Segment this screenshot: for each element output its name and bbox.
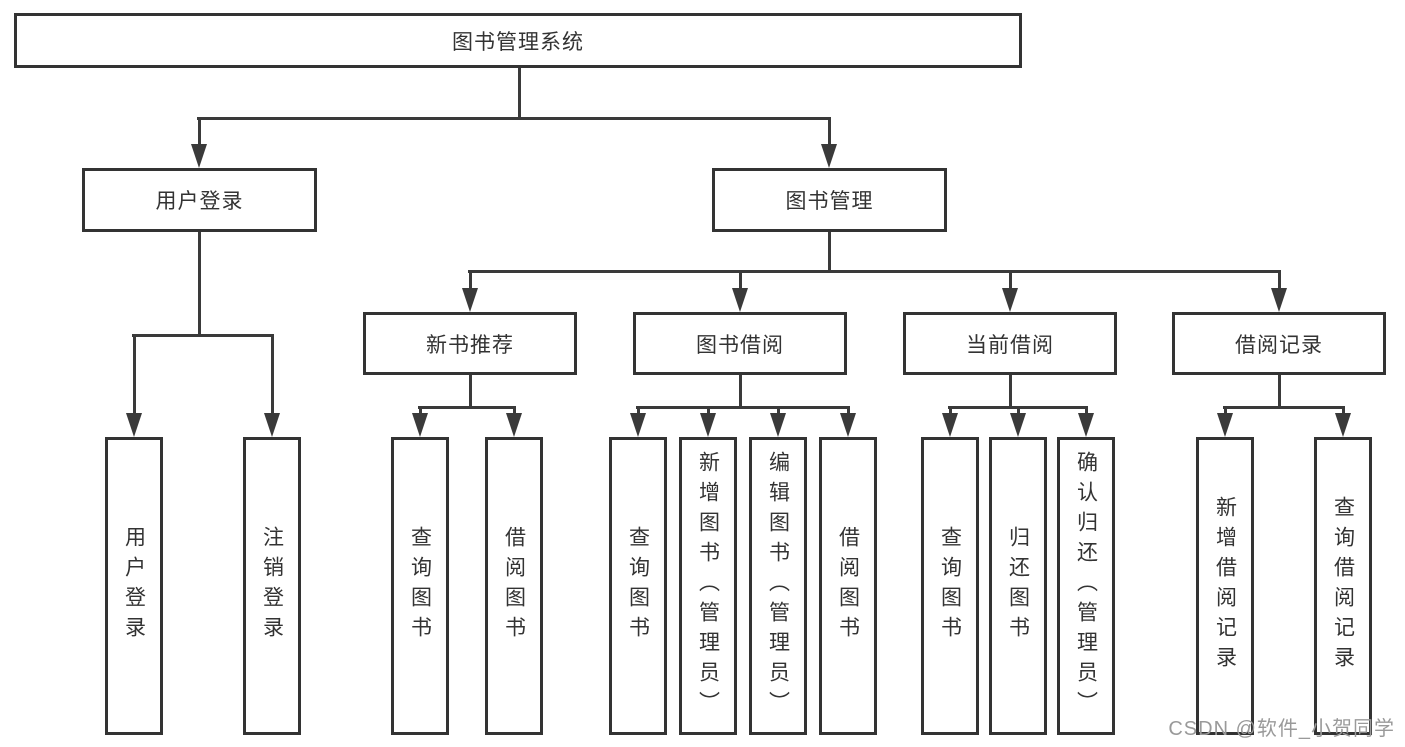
connector-line [197,117,831,120]
connector-line [847,407,850,416]
leaf-label: 查询图书 [938,526,962,646]
leaf-borrow-book-recommend: 借阅图书 [485,437,543,735]
connector-line [777,407,780,416]
node-borrow-record: 借阅记录 [1172,312,1386,375]
arrowhead-down-icon [462,288,478,312]
leaf-label: 查询图书 [408,526,432,646]
leaf-add-book-admin: 新增图书（管理员） [679,437,737,735]
connector-line [418,406,516,409]
csdn-watermark: CSDN @软件_小贺同学 [1168,718,1395,740]
connector-line [707,407,710,416]
arrowhead-down-icon [1010,413,1026,437]
leaf-query-book-borrow: 查询图书 [609,437,667,735]
leaf-label: 查询借阅记录 [1331,496,1355,676]
connector-line [1009,375,1012,409]
leaf-label: 确认归还（管理员） [1074,451,1098,721]
connector-line [198,232,201,337]
arrowhead-down-icon [1271,288,1287,312]
leaf-user-login: 用户登录 [105,437,163,735]
leaf-label: 借阅图书 [502,526,526,646]
connector-line [739,375,742,409]
arrowhead-down-icon [506,413,522,437]
connector-line [469,271,472,291]
arrowhead-down-icon [264,413,280,437]
arrowhead-down-icon [1002,288,1018,312]
node-current-borrow: 当前借阅 [903,312,1117,375]
connector-line [636,406,850,409]
arrowhead-down-icon [630,413,646,437]
arrowhead-down-icon [770,413,786,437]
connector-line [1009,271,1012,291]
connector-line [271,335,274,416]
leaf-query-book-current: 查询图书 [921,437,979,735]
leaf-label: 新增图书（管理员） [696,451,720,721]
node-root-library-system: 图书管理系统 [14,13,1022,68]
arrowhead-down-icon [942,413,958,437]
connector-line [468,270,1281,273]
leaf-label: 查询图书 [626,526,650,646]
arrowhead-down-icon [821,144,837,168]
leaf-query-book-recommend: 查询图书 [391,437,449,735]
arrowhead-down-icon [1217,413,1233,437]
leaf-label: 借阅图书 [836,526,860,646]
arrowhead-down-icon [700,413,716,437]
leaf-label: 新增借阅记录 [1213,496,1237,676]
arrowhead-down-icon [840,413,856,437]
node-book-borrow: 图书借阅 [633,312,847,375]
node-user-login: 用户登录 [82,168,317,232]
connector-line [133,335,136,416]
arrowhead-down-icon [1335,413,1351,437]
connector-line [949,407,952,416]
connector-line [132,334,274,337]
connector-line [1278,271,1281,291]
connector-line [828,232,831,273]
connector-line [828,118,831,146]
connector-line [1085,407,1088,416]
leaf-label: 归还图书 [1006,526,1030,646]
leaf-label: 注销登录 [260,526,284,646]
leaf-add-borrow-record: 新增借阅记录 [1196,437,1254,735]
leaf-confirm-return-admin: 确认归还（管理员） [1057,437,1115,735]
connector-line [513,407,516,416]
connector-line [1342,407,1345,416]
leaf-label: 用户登录 [122,526,146,646]
leaf-edit-book-admin: 编辑图书（管理员） [749,437,807,735]
node-new-book-recommend: 新书推荐 [363,312,577,375]
arrowhead-down-icon [732,288,748,312]
arrowhead-down-icon [126,413,142,437]
leaf-logout: 注销登录 [243,437,301,735]
node-book-management: 图书管理 [712,168,947,232]
leaf-borrow-book: 借阅图书 [819,437,877,735]
connector-line [198,118,201,146]
connector-line [1223,406,1345,409]
arrowhead-down-icon [412,413,428,437]
arrowhead-down-icon [191,144,207,168]
connector-line [1278,375,1281,409]
connector-line [518,68,521,120]
arrowhead-down-icon [1078,413,1094,437]
connector-line [637,407,640,416]
connector-line [469,375,472,409]
leaf-query-borrow-record: 查询借阅记录 [1314,437,1372,735]
leaf-label: 编辑图书（管理员） [766,451,790,721]
connector-line [1017,407,1020,416]
connector-line [948,406,1088,409]
connector-line [419,407,422,416]
connector-line [1224,407,1227,416]
leaf-return-book: 归还图书 [989,437,1047,735]
connector-line [739,271,742,291]
